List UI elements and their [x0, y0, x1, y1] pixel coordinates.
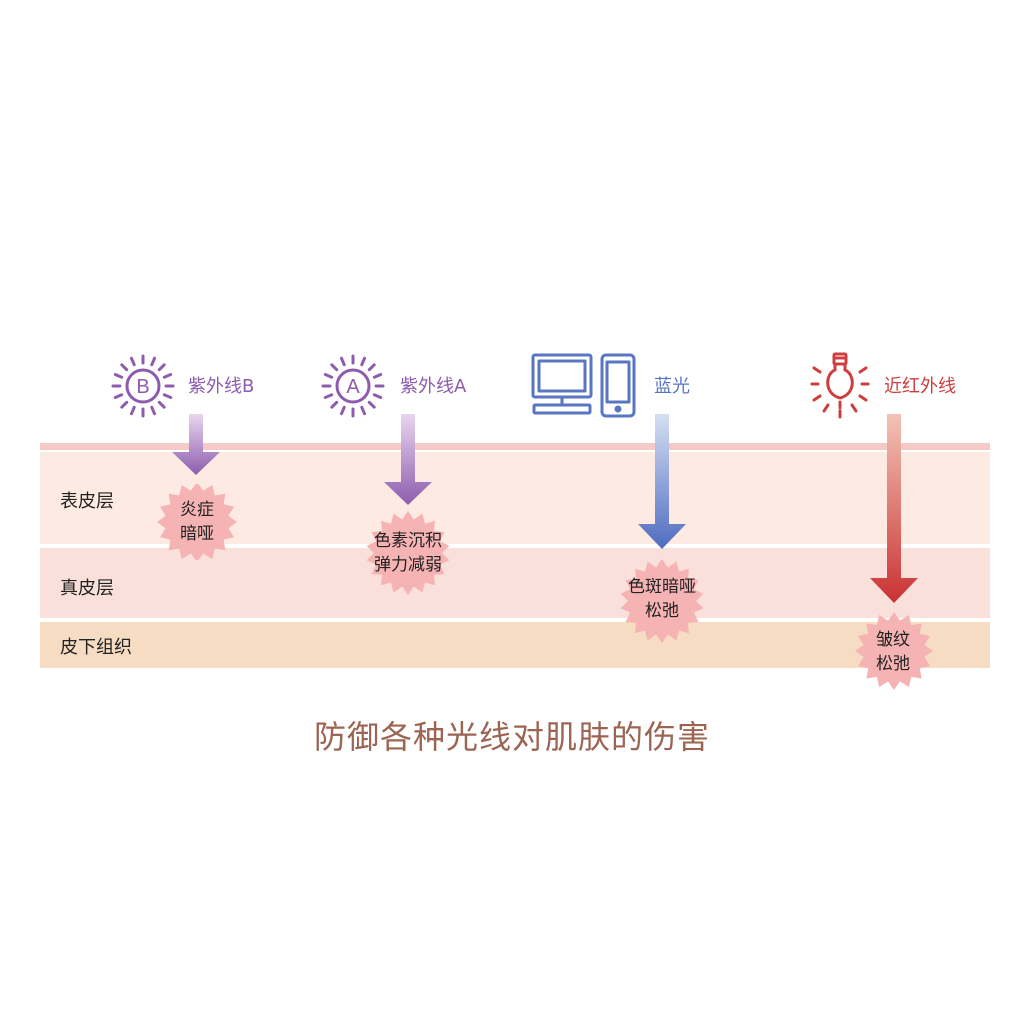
blue-light-effect-burst	[620, 559, 704, 643]
uvb-effect-text: 炎症 暗哑	[180, 498, 214, 546]
blue-light-arrow	[638, 414, 686, 549]
epidermis-label: 表皮层	[60, 491, 114, 512]
subcutis-layer	[40, 622, 990, 668]
effect-line: 皱纹	[876, 630, 910, 650]
dermis-label: 真皮层	[60, 578, 114, 599]
near-infrared-effect-text: 皱纹 松弛	[876, 628, 910, 676]
uvb-arrow	[172, 414, 220, 475]
uva-label: 紫外线A	[400, 376, 467, 397]
diagram-caption: 防御各种光线对肌肤的伤害	[313, 718, 710, 756]
uva-effect-text: 色素沉积 弹力减弱	[374, 529, 442, 577]
subcutis-label: 皮下组织	[60, 637, 132, 658]
sun-a-icon: A	[321, 354, 385, 418]
uva-effect-burst	[366, 511, 450, 595]
blue-light-label: 蓝光	[654, 376, 690, 397]
effect-line: 松弛	[876, 654, 910, 674]
sun-b-icon: B	[111, 354, 175, 418]
near-infrared-label: 近红外线	[884, 376, 956, 397]
light-bulb-icon	[810, 352, 870, 419]
skin-surface-line	[40, 443, 990, 450]
svg-text:A: A	[346, 376, 360, 398]
effect-line: 色斑暗哑	[628, 577, 696, 597]
near-infrared-arrow	[870, 414, 918, 603]
effect-line: 松弛	[645, 601, 679, 621]
computer-phone-icon	[531, 353, 636, 418]
effect-line: 色素沉积	[374, 531, 442, 551]
uvb-label: 紫外线B	[188, 376, 255, 397]
svg-text:B: B	[136, 376, 149, 398]
effect-line: 炎症	[180, 500, 214, 520]
near-infrared-effect-burst	[855, 612, 933, 690]
blue-light-effect-text: 色斑暗哑 松弛	[628, 575, 696, 623]
effect-line: 弹力减弱	[374, 555, 442, 575]
uvb-effect-burst	[157, 484, 237, 560]
effect-line: 暗哑	[180, 524, 214, 544]
uva-arrow	[384, 414, 432, 505]
